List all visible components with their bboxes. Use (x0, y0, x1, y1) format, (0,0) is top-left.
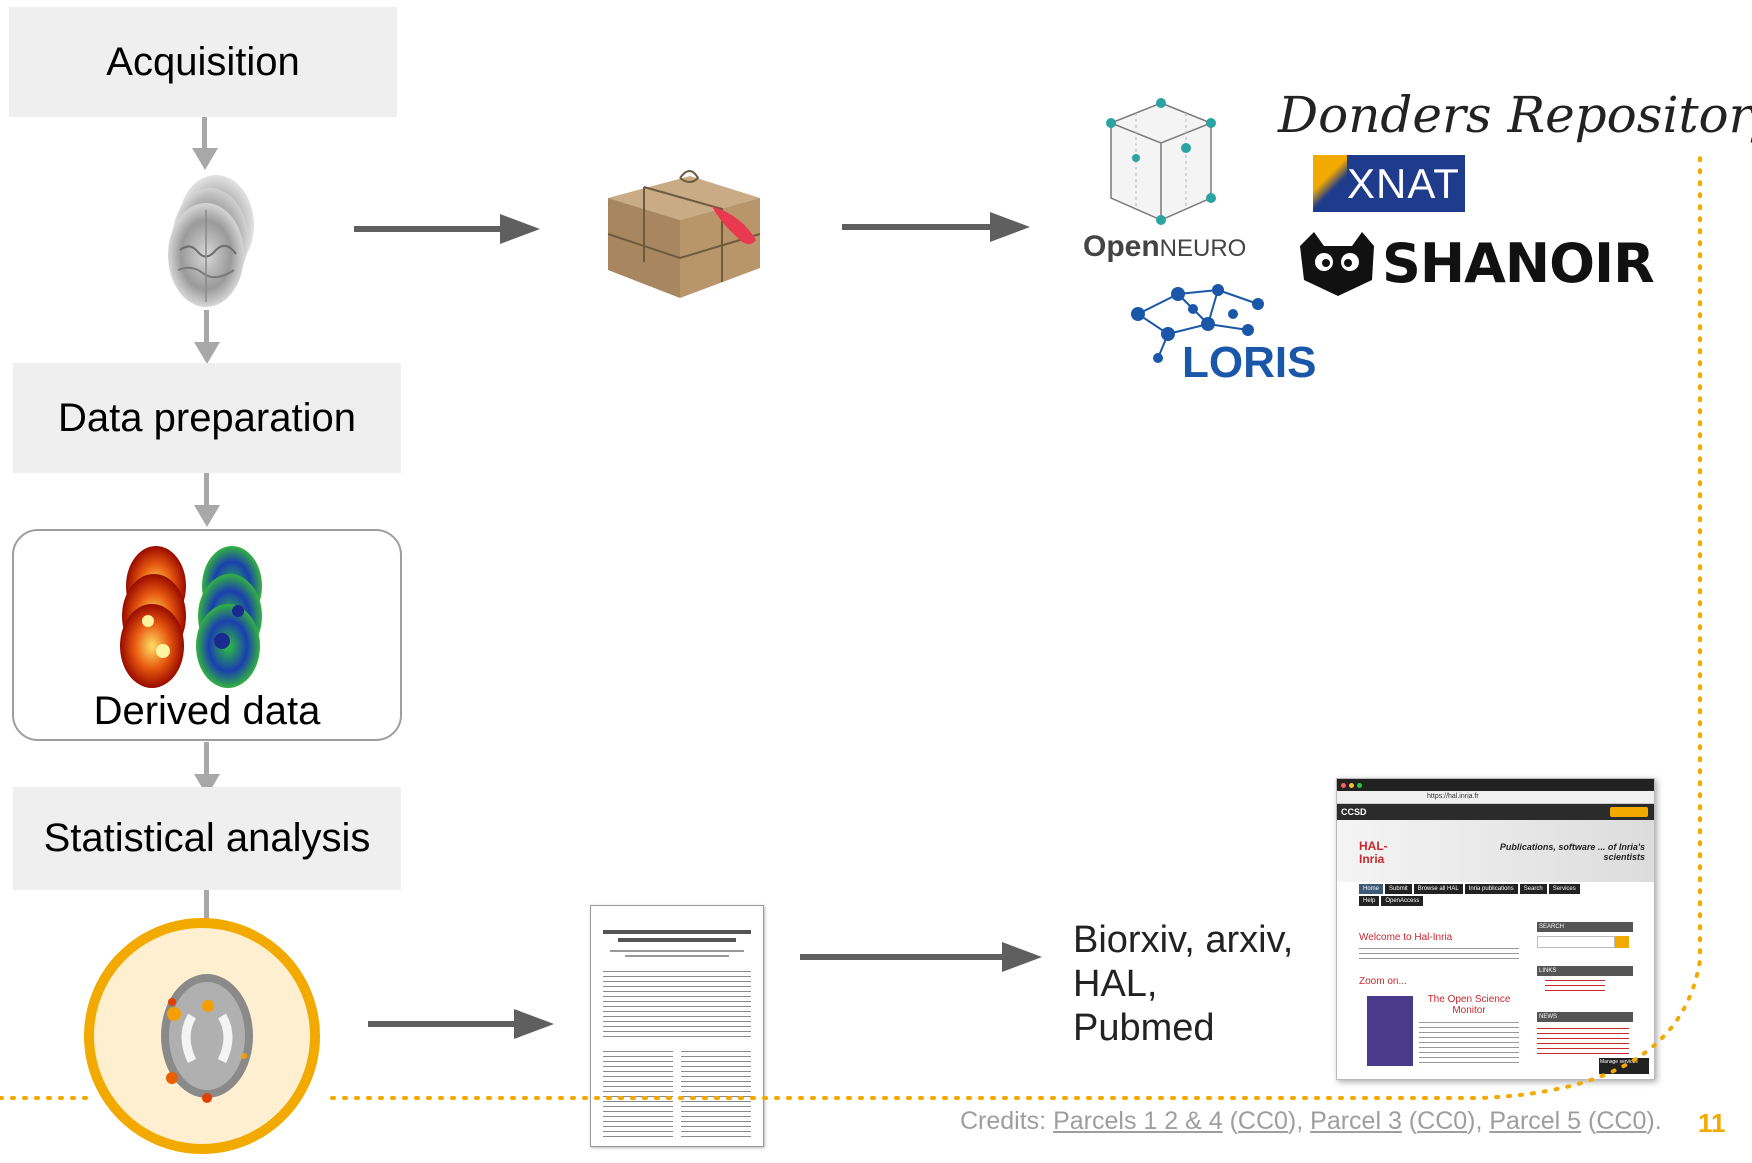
arrow-brain-to-preparation (194, 310, 220, 364)
hal-nav-search[interactable]: Search (1519, 884, 1547, 894)
credits-link-parcel-5[interactable]: Parcel 5 (1489, 1107, 1582, 1135)
hal-tagline: Publications, software ... of Inria's sc… (1499, 842, 1645, 862)
credits-license-link-2[interactable]: CC0 (1417, 1107, 1468, 1135)
hal-nav-help[interactable]: Help (1359, 896, 1380, 906)
paper-abstract-lines (603, 969, 751, 1039)
raw-brain-scan-image (168, 175, 254, 307)
hal-welcome-heading: Welcome to Hal-Inria (1359, 932, 1453, 943)
credits-license-link-3[interactable]: CC0 (1596, 1107, 1647, 1135)
credits-line: Credits: Parcels 1 2 & 4 (CC0), Parcel 3… (960, 1107, 1662, 1135)
hal-nav-browse[interactable]: Browse all HAL (1413, 884, 1463, 894)
hal-top-nav: CCSD (1337, 804, 1654, 820)
browser-url-bar: https://hal.inria.fr (1337, 791, 1654, 804)
derived-brain-maps-image (120, 546, 262, 688)
statistical-analysis-label: Statistical analysis (43, 816, 371, 860)
credits-link-parcel-3[interactable]: Parcel 3 (1310, 1107, 1402, 1135)
credits-link-parcels-124[interactable]: Parcels 1 2 & 4 (1053, 1107, 1223, 1135)
data-preparation-label: Data preparation (58, 395, 356, 440)
xnat-swoosh-icon (1313, 155, 1347, 212)
loris-network-icon (1131, 284, 1264, 363)
hal-banner: HAL-Inria Publications, software ... of … (1337, 820, 1654, 882)
preprint-line-2: HAL, (1073, 963, 1158, 1005)
derived-data-box: Derived data (12, 529, 402, 741)
hal-inria-screenshot: https://hal.inria.fr CCSD HAL-Inria Publ… (1336, 778, 1655, 1080)
arrow-derived-to-statistical (194, 742, 220, 796)
arrow-preparation-to-derived (194, 473, 220, 527)
hal-nav-home[interactable]: Home (1359, 884, 1384, 894)
hal-nav-submit[interactable]: Submit (1385, 884, 1412, 894)
statistical-analysis-box: Statistical analysis (13, 787, 401, 890)
hal-search-input[interactable] (1537, 936, 1615, 948)
hal-links-header: LINKS (1537, 966, 1633, 976)
shanoir-logo: SHANOIR (1294, 228, 1655, 298)
data-package-image (607, 170, 761, 298)
page-number: 11 (1698, 1108, 1726, 1138)
paper-title-lines (603, 930, 751, 957)
arrow-raw-to-package (354, 214, 540, 244)
arrow-package-to-repositories (842, 212, 1030, 242)
data-preparation-box: Data preparation (13, 363, 401, 473)
credits-license-link-1[interactable]: CC0 (1237, 1107, 1288, 1135)
hal-nav-inria-publications[interactable]: Inria publications (1464, 884, 1518, 894)
arrow-paper-to-preprints (800, 942, 1042, 972)
derived-data-label: Derived data (93, 689, 321, 733)
arrow-acquisition-to-brain (192, 116, 218, 170)
hal-monitor-heading: The Open Science Monitor (1427, 994, 1511, 1016)
hal-nav-openaccess[interactable]: OpenAccess (1381, 896, 1424, 906)
osm-cover-image (1367, 996, 1413, 1066)
arrow-result-to-paper (368, 1009, 554, 1039)
browser-tab-bar (1337, 779, 1654, 791)
acquisition-box: Acquisition (9, 7, 397, 117)
hal-inria-logo: HAL-Inria (1359, 839, 1388, 866)
hal-zoom-heading: Zoom on... (1359, 976, 1407, 987)
donders-repository-logo: Donders Repository (1278, 86, 1752, 144)
openneuro-logo-text: OpenNEURO (1083, 230, 1247, 263)
preprint-servers-text: Biorxiv, arxiv, HAL, Pubmed (1073, 918, 1293, 1050)
hal-news-header: NEWS (1537, 1012, 1633, 1022)
cat-icon (1300, 232, 1374, 296)
hal-search-button[interactable] (1615, 936, 1629, 948)
paper-body-columns (603, 1049, 751, 1139)
xnat-logo: XNAT (1313, 155, 1465, 212)
acquisition-label: Acquisition (106, 39, 300, 84)
paper-thumbnail (590, 905, 764, 1147)
hal-search-header: SEARCH (1537, 922, 1633, 932)
openneuro-cube-icon (1106, 98, 1216, 225)
hal-main-nav: Home Submit Browse all HAL Inria publica… (1337, 882, 1611, 908)
statistical-result-brain-image (161, 974, 253, 1103)
loris-logo-text: LORIS (1182, 338, 1317, 387)
preprint-line-1: Biorxiv, arxiv, (1073, 919, 1294, 961)
preprint-line-3: Pubmed (1073, 1007, 1215, 1049)
hal-nav-services[interactable]: Services (1548, 884, 1580, 894)
